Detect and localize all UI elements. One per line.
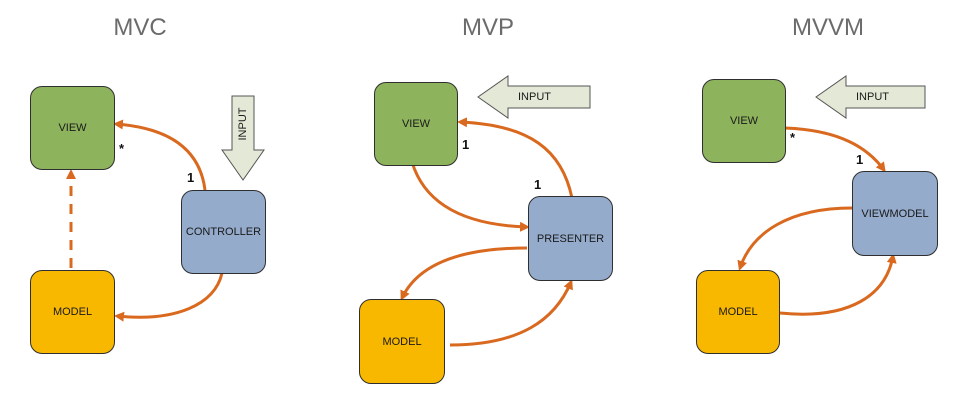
mvp-presenter-box: PRESENTER [528, 196, 613, 281]
mvvm-view-label: VIEW [729, 115, 759, 127]
mvp-presenter-multiplicity: 1 [534, 177, 542, 192]
mvvm-model-label: MODEL [718, 306, 758, 318]
mvp-view-multiplicity: 1 [462, 137, 470, 152]
mvvm-viewmodel-label: VIEWMODEL [861, 207, 929, 220]
mvc-controller-to-model-arrow [114, 272, 224, 322]
mvp-model-box: MODEL [359, 299, 445, 384]
mvc-model-box: MODEL [30, 270, 115, 354]
mvvm-model-box: MODEL [696, 270, 780, 354]
mvp-model-label: MODEL [382, 335, 422, 348]
mvc-input-label: INPUT [237, 107, 249, 141]
mvp-view-box: VIEW [374, 82, 458, 166]
mvc-controller-to-view-arrow [113, 119, 207, 191]
mvvm-viewmodel-multiplicity: 1 [856, 152, 864, 167]
mvc-view-label: VIEW [58, 122, 87, 134]
mvc-title: MVC [113, 14, 167, 41]
mvvm-model-to-viewmodel-arrow [779, 253, 897, 316]
mvp-model-to-presenter-arrow [449, 279, 573, 347]
mvvm-view-multiplicity: * [790, 130, 796, 145]
mvp-view-label: VIEW [401, 118, 431, 130]
mvc-view-box: VIEW [30, 86, 115, 170]
mvp-presenter-to-view-arrow [457, 117, 574, 199]
mvp-input-arrow [477, 75, 591, 119]
mvp-view-to-presenter-arrow [410, 161, 530, 232]
mvp-title: MVP [461, 14, 514, 41]
mvvm-view-to-viewmodel-arrow [784, 126, 886, 173]
mvp-presenter-to-model-arrow [400, 246, 528, 301]
mvvm-input-label: INPUT [856, 91, 889, 103]
mvc-model-label: MODEL [52, 306, 93, 318]
mvc-controller-multiplicity: 1 [187, 170, 195, 185]
mvc-controller-box: CONTROLLER [181, 190, 266, 274]
mvvm-viewmodel-to-model-arrow [737, 206, 853, 271]
mvvm-viewmodel-box: VIEWMODEL [852, 171, 938, 256]
mvvm-view-box: VIEW [702, 79, 786, 163]
mvp-presenter-label: PRESENTER [536, 232, 605, 245]
mvc-controller-label: CONTROLLER [185, 226, 262, 238]
mvp-input-label: INPUT [518, 91, 551, 103]
mvvm-input-arrow [815, 75, 926, 119]
mvc-view-multiplicity: * [119, 141, 125, 156]
mvc-input-arrow [221, 95, 265, 181]
mvvm-title: MVVM [792, 14, 864, 41]
